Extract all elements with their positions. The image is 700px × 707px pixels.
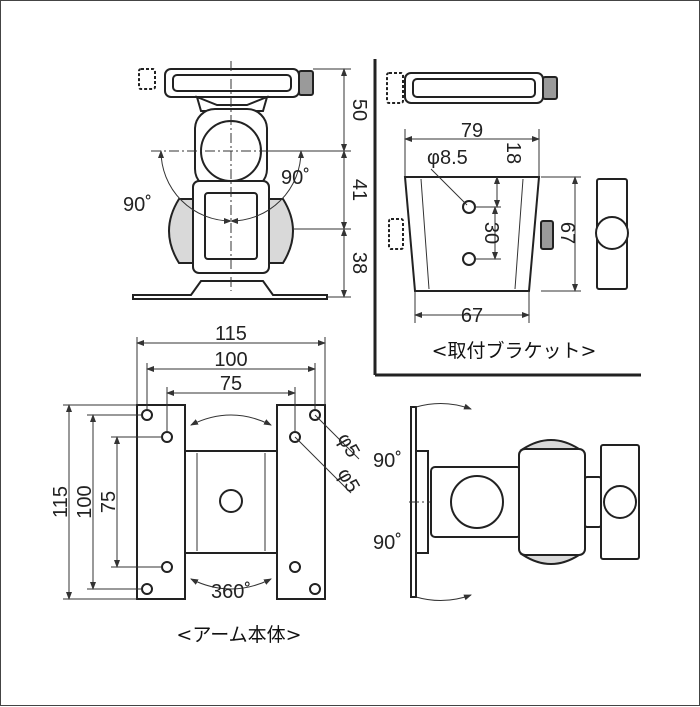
clamp-knob-right	[298, 70, 314, 96]
dim-hole-diameter: φ8.5	[427, 147, 468, 169]
dim-75-width: 75	[220, 373, 242, 395]
dim-41: 41	[348, 179, 370, 201]
bracket-hole-bottom	[462, 252, 476, 266]
dim-hole-b: φ5	[333, 465, 364, 497]
dim-hole-a: φ5	[333, 430, 364, 462]
dim-115-height: 115	[50, 486, 72, 518]
dim-115-width: 115	[215, 323, 247, 345]
clamp-knob-left	[138, 68, 156, 90]
rotation-label: 360˚	[211, 581, 251, 603]
side-view: 90˚ 90˚	[373, 403, 641, 601]
dim-38: 38	[348, 252, 370, 274]
side-knob-housing	[518, 448, 586, 556]
dim-75-height: 75	[98, 491, 120, 513]
dim-30: 30	[480, 222, 502, 244]
dim-50: 50	[348, 99, 370, 121]
dim-67-width: 67	[461, 305, 483, 327]
mount-plate	[132, 280, 328, 300]
angle-bottom: 90˚	[373, 532, 402, 554]
bracket-view: 79 φ8.5 18 30 67 67 <取付ブラケット>	[373, 59, 641, 377]
dim-100-width: 100	[214, 349, 247, 371]
angle-left: 90˚	[123, 194, 152, 216]
caption-bracket: <取付ブラケット>	[432, 339, 597, 362]
dim-79: 79	[461, 120, 483, 142]
caption-arm-body: <アーム本体>	[176, 624, 301, 646]
dim-100-height: 100	[74, 485, 96, 518]
angle-right: 90˚	[281, 167, 310, 189]
dim-67-height: 67	[556, 222, 578, 244]
dim-18: 18	[502, 142, 524, 164]
plate-center-hole	[219, 489, 243, 513]
front-view: 50 41 38 90˚ 90˚	[123, 61, 370, 300]
plate-view: 115 100 75 115 100 75 φ5 φ5 360˚ <アーム本体>	[50, 323, 364, 646]
angle-top: 90˚	[373, 450, 402, 472]
